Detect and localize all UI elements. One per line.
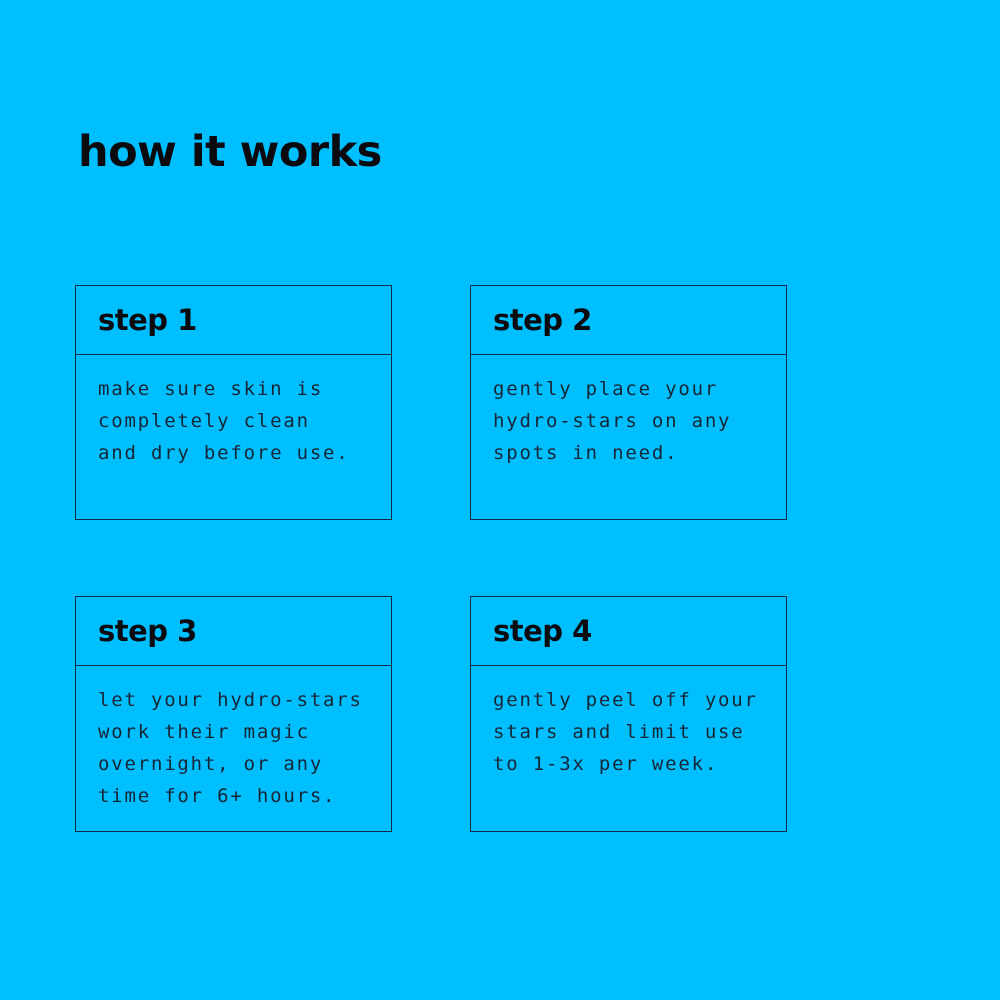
step-card-2-header: step 2 [471, 286, 786, 355]
step-3-label: step 3 [98, 614, 197, 648]
step-4-label: step 4 [493, 614, 592, 648]
step-3-text: let your hydro-stars work their magic ov… [98, 689, 363, 807]
step-card-1-body: make sure skin is completely clean and d… [76, 355, 391, 469]
step-card-4-body: gently peel off your stars and limit use… [471, 666, 786, 780]
step-card-4: step 4 gently peel off your stars and li… [470, 596, 787, 832]
step-card-2-body: gently place your hydro-stars on any spo… [471, 355, 786, 469]
steps-grid: step 1 make sure skin is completely clea… [75, 285, 787, 832]
step-card-4-header: step 4 [471, 597, 786, 666]
step-card-3-body: let your hydro-stars work their magic ov… [76, 666, 391, 812]
step-card-1-header: step 1 [76, 286, 391, 355]
page-title: how it works [78, 126, 382, 177]
step-1-text: make sure skin is completely clean and d… [98, 378, 350, 464]
step-2-text: gently place your hydro-stars on any spo… [493, 378, 732, 464]
step-2-label: step 2 [493, 303, 592, 337]
step-1-label: step 1 [98, 303, 197, 337]
step-card-3: step 3 let your hydro-stars work their m… [75, 596, 392, 832]
step-card-3-header: step 3 [76, 597, 391, 666]
step-card-1: step 1 make sure skin is completely clea… [75, 285, 392, 520]
step-card-2: step 2 gently place your hydro-stars on … [470, 285, 787, 520]
step-4-text: gently peel off your stars and limit use… [493, 689, 758, 775]
